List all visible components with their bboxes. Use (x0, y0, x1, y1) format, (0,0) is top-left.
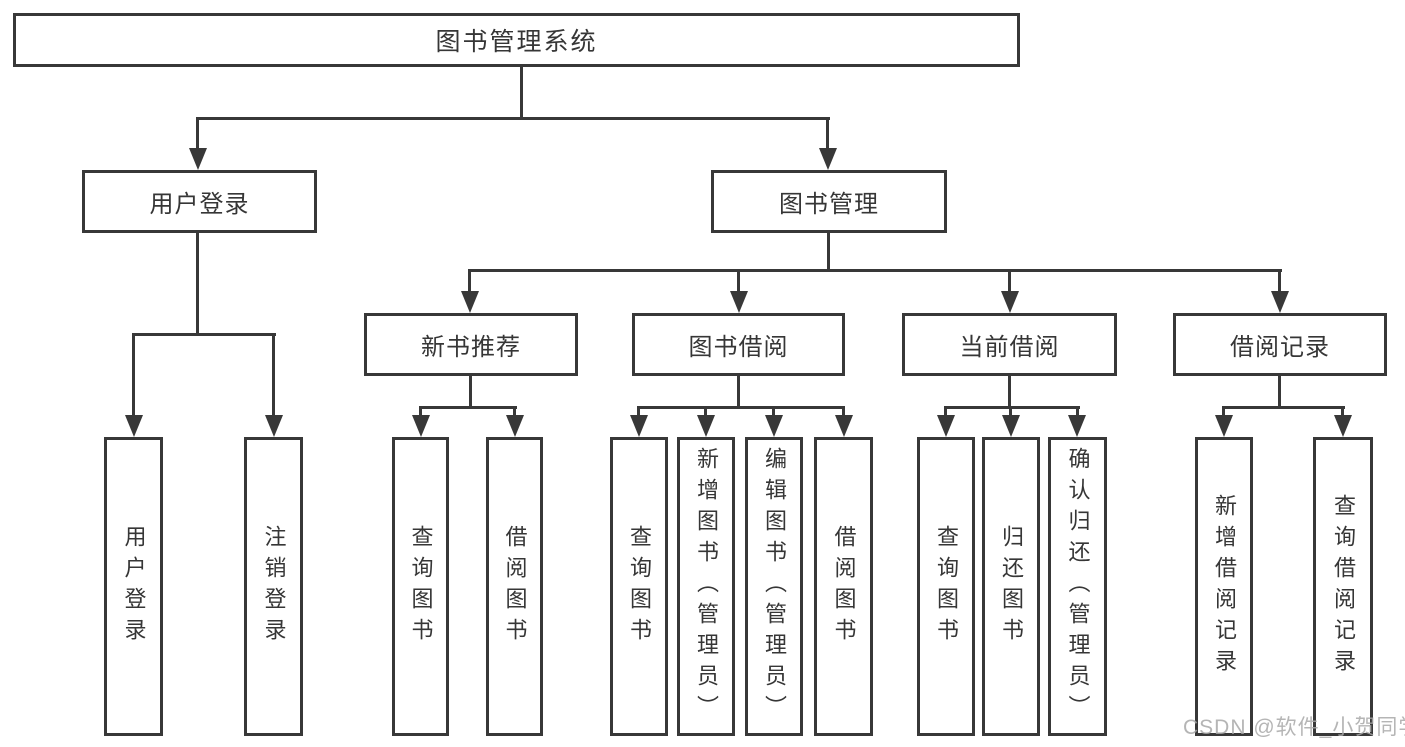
leaf-add-borrow-record-label: 新增借阅记录 (1212, 493, 1237, 680)
arrowhead (412, 415, 430, 437)
leaf-query-borrow-record: 查询借阅记录 (1313, 437, 1373, 736)
connector-line (132, 333, 135, 417)
leaf-user-login: 用户登录 (104, 437, 163, 736)
arrowhead (765, 415, 783, 437)
node-current-borrowing-label: 当前借阅 (959, 334, 1060, 361)
connector-line (637, 406, 845, 409)
leaf-query-borrow-record-label: 查询借阅记录 (1331, 493, 1356, 680)
connector-line (772, 406, 775, 418)
connector-line (944, 406, 947, 418)
leaf-query-books-borrowing: 查询图书 (610, 437, 668, 736)
connector-line (944, 406, 1080, 409)
node-new-book-recommend-label: 新书推荐 (421, 334, 521, 361)
arrowhead (1068, 415, 1086, 437)
arrowhead (730, 291, 748, 313)
connector-line (196, 117, 830, 120)
arrowhead (506, 415, 524, 437)
connector-line (1009, 406, 1012, 418)
connector-line (842, 406, 845, 418)
leaf-confirm-return-admin-label: 确认归还（管理员） (1065, 447, 1091, 726)
connector-line (704, 406, 707, 418)
leaf-borrow-books-borrowing-label: 借阅图书 (831, 524, 857, 649)
leaf-logout-label: 注销登录 (261, 524, 287, 649)
node-book-management: 图书管理 (711, 170, 947, 233)
node-borrowing-records: 借阅记录 (1173, 313, 1387, 376)
arrowhead (697, 415, 715, 437)
connector-line (1222, 406, 1345, 409)
connector-line (468, 269, 471, 293)
connector-line (468, 269, 1282, 272)
connector-line (1008, 374, 1011, 409)
leaf-edit-book-admin-label: 编辑图书（管理员） (762, 447, 787, 726)
connector-line (419, 406, 517, 409)
node-borrowing-records-label: 借阅记录 (1230, 334, 1330, 361)
leaf-confirm-return-admin: 确认归还（管理员） (1048, 437, 1107, 736)
connector-line (1008, 269, 1011, 293)
arrowhead (1271, 291, 1289, 313)
node-book-borrowing: 图书借阅 (632, 313, 845, 376)
connector-line (737, 374, 740, 409)
leaf-return-books: 归还图书 (982, 437, 1040, 736)
node-library-system-label: 图书管理系统 (435, 28, 598, 56)
arrowhead (819, 148, 837, 170)
connector-line (827, 232, 830, 272)
connector-line (520, 67, 523, 120)
connector-line (1278, 374, 1281, 409)
node-new-book-recommend: 新书推荐 (364, 313, 578, 376)
leaf-query-books-recommend-label: 查询图书 (408, 524, 434, 649)
connector-line (1278, 269, 1281, 293)
connector-line (132, 333, 276, 336)
arrowhead (1002, 415, 1020, 437)
connector-line (272, 333, 275, 417)
arrowhead (630, 415, 648, 437)
leaf-return-books-label: 归还图书 (999, 524, 1024, 649)
watermark: CSDN @软件_小贺同学 (1183, 716, 1405, 739)
arrowhead (265, 415, 283, 437)
leaf-query-books-borrowing-label: 查询图书 (627, 524, 652, 649)
leaf-add-book-admin-label: 新增图书（管理员） (694, 447, 719, 726)
connector-line (196, 232, 199, 336)
leaf-borrow-books-recommend-label: 借阅图书 (502, 524, 528, 649)
leaf-query-books-current: 查询图书 (917, 437, 975, 736)
connector-line (419, 406, 422, 418)
leaf-query-books-current-label: 查询图书 (934, 524, 959, 649)
leaf-add-borrow-record: 新增借阅记录 (1195, 437, 1253, 736)
connector-line (1076, 406, 1079, 418)
node-library-system: 图书管理系统 (13, 13, 1020, 67)
node-user-login: 用户登录 (82, 170, 317, 233)
leaf-query-books-recommend: 查询图书 (392, 437, 449, 736)
node-current-borrowing: 当前借阅 (902, 313, 1117, 376)
node-user-login-label: 用户登录 (149, 191, 250, 218)
connector-line (513, 406, 516, 418)
connector-line (826, 117, 829, 151)
connector-line (1222, 406, 1225, 418)
connector-line (737, 269, 740, 293)
arrowhead (189, 148, 207, 170)
leaf-borrow-books-recommend: 借阅图书 (486, 437, 543, 736)
arrowhead (835, 415, 853, 437)
node-book-borrowing-label: 图书借阅 (688, 334, 789, 361)
arrowhead (1215, 415, 1233, 437)
connector-line (1341, 406, 1344, 418)
arrowhead (1334, 415, 1352, 437)
leaf-user-login-label: 用户登录 (121, 524, 147, 649)
connector-line (469, 374, 472, 409)
arrowhead (937, 415, 955, 437)
arrowhead (1001, 291, 1019, 313)
arrowhead (461, 291, 479, 313)
connector-line (196, 117, 199, 151)
connector-line (637, 406, 640, 418)
arrowhead (125, 415, 143, 437)
leaf-borrow-books-borrowing: 借阅图书 (814, 437, 873, 736)
leaf-add-book-admin: 新增图书（管理员） (677, 437, 735, 736)
leaf-edit-book-admin: 编辑图书（管理员） (745, 437, 803, 736)
node-book-management-label: 图书管理 (779, 191, 879, 218)
leaf-logout: 注销登录 (244, 437, 303, 736)
